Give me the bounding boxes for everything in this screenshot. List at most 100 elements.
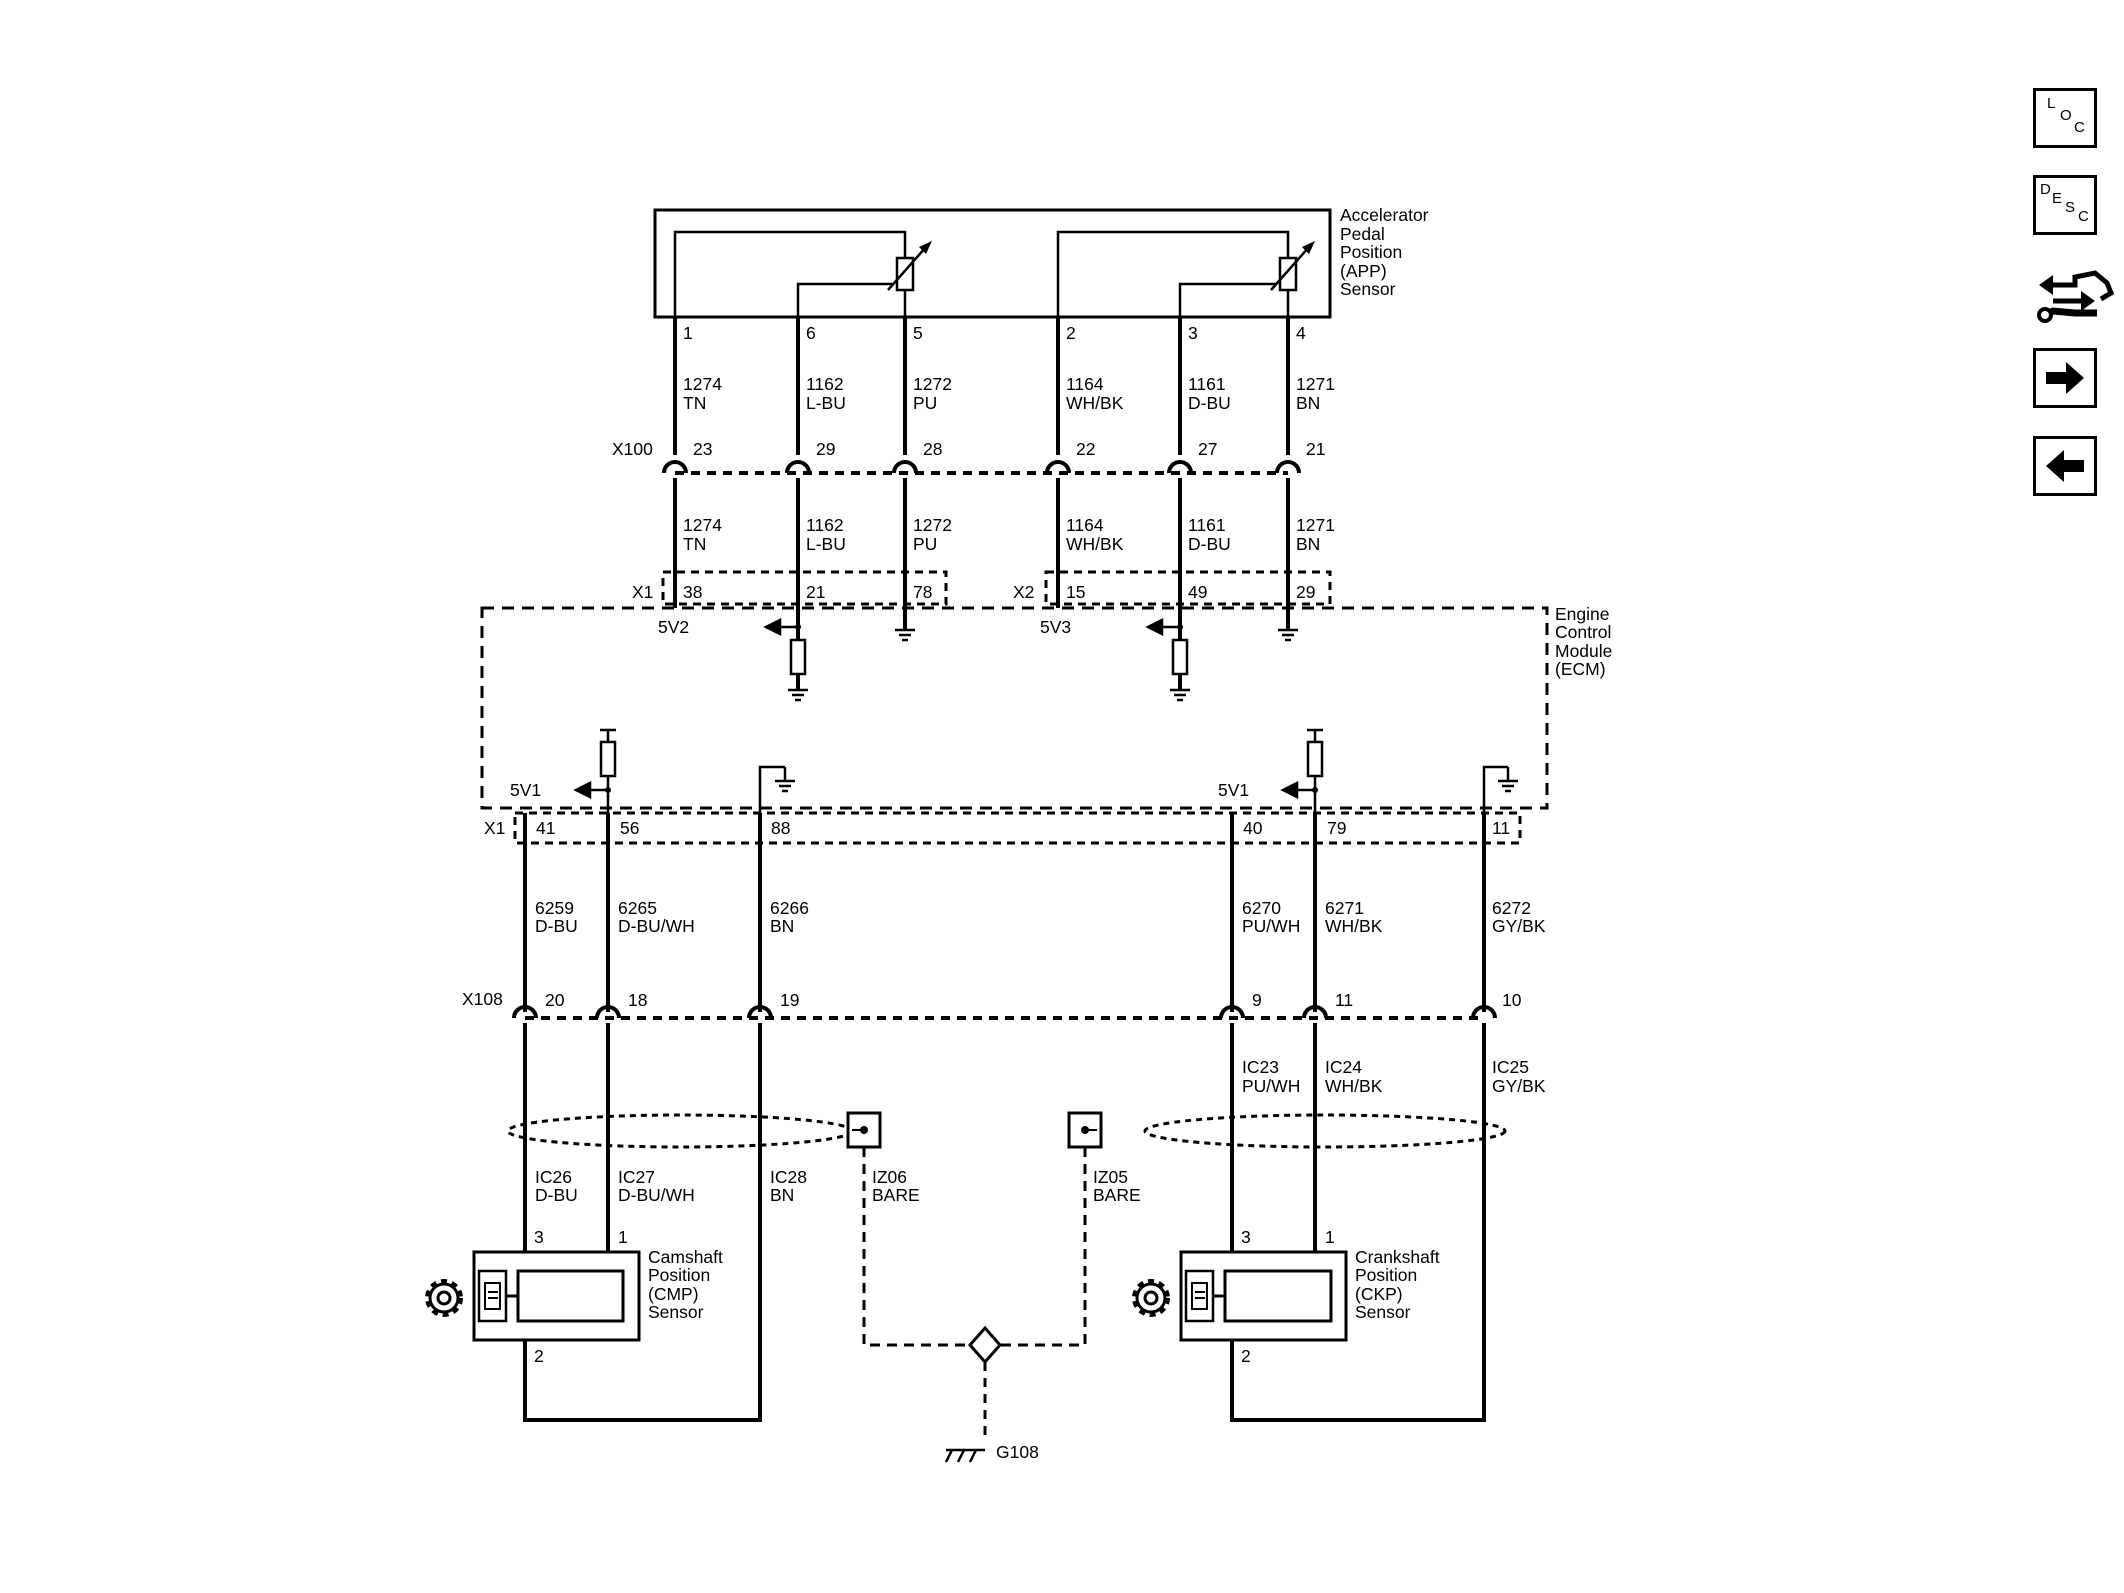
svg-text:6265: 6265 xyxy=(618,898,657,918)
svg-text:19: 19 xyxy=(780,990,799,1010)
svg-text:27: 27 xyxy=(1198,439,1217,459)
ecm-x2-top-connector xyxy=(1044,570,1332,606)
previous-page-button[interactable] xyxy=(2033,436,2097,496)
ecm-x1-top-connector xyxy=(661,570,948,606)
svg-text:D-BU: D-BU xyxy=(535,1185,578,1205)
svg-text:29: 29 xyxy=(1296,582,1315,602)
x108-label: X108 xyxy=(462,989,503,1009)
ecm-top-pin-numbers: 38 21 78 15 49 29 xyxy=(683,582,1315,602)
app-potentiometer-2 xyxy=(1270,241,1315,292)
desc-button[interactable]: D E S C xyxy=(2033,175,2097,235)
x100-pin-numbers: 23 29 28 22 27 21 xyxy=(693,439,1325,459)
svg-text:BARE: BARE xyxy=(1093,1185,1141,1205)
svg-text:1161: 1161 xyxy=(1188,515,1226,535)
svg-text:23: 23 xyxy=(693,439,712,459)
svg-text:1164: 1164 xyxy=(1066,515,1104,535)
loc-letter-o: O xyxy=(2060,107,2072,124)
ecm-5v3-label: 5V3 xyxy=(1040,617,1071,637)
svg-text:29: 29 xyxy=(816,439,835,459)
svg-text:IC27: IC27 xyxy=(618,1167,655,1187)
svg-text:1164: 1164 xyxy=(1066,374,1104,394)
ground-splice xyxy=(967,1325,1003,1365)
svg-text:D-BU: D-BU xyxy=(1188,393,1231,413)
svg-text:88: 88 xyxy=(771,818,790,838)
loc-button[interactable]: L O C xyxy=(2033,88,2097,148)
chassis-ground-icon xyxy=(944,1448,985,1463)
svg-text:IZ06: IZ06 xyxy=(872,1167,907,1187)
svg-text:IC28: IC28 xyxy=(770,1167,807,1187)
svg-text:1161: 1161 xyxy=(1188,374,1226,394)
ecm-ckp-ground xyxy=(1482,765,1520,813)
svg-text:PU: PU xyxy=(913,534,937,554)
svg-text:6270: 6270 xyxy=(1242,898,1281,918)
ecm-low-ref-ground-1 xyxy=(893,628,917,642)
connector-view-button[interactable] xyxy=(2035,255,2115,330)
svg-text:22: 22 xyxy=(1076,439,1095,459)
svg-text:PU/WH: PU/WH xyxy=(1242,916,1300,936)
x100-label: X100 xyxy=(612,439,653,459)
svg-text:1274: 1274 xyxy=(683,515,722,535)
cmp-reluctor-gear-icon xyxy=(425,1279,463,1317)
svg-text:6266: 6266 xyxy=(770,898,809,918)
svg-text:L-BU: L-BU xyxy=(806,534,846,554)
app-sensor-internal-wiring xyxy=(673,230,1290,317)
svg-text:TN: TN xyxy=(683,534,706,554)
svg-text:1274: 1274 xyxy=(683,374,722,394)
svg-text:6271: 6271 xyxy=(1325,898,1364,918)
app-potentiometer-1 xyxy=(887,241,932,292)
svg-text:5: 5 xyxy=(913,323,923,343)
svg-text:D-BU/WH: D-BU/WH xyxy=(618,1185,695,1205)
svg-text:9: 9 xyxy=(1252,990,1262,1010)
ecm-low-ref-ground-2 xyxy=(1276,628,1300,642)
x1-bottom-label: X1 xyxy=(484,818,505,838)
svg-text:BN: BN xyxy=(770,1185,794,1205)
svg-text:4: 4 xyxy=(1296,323,1306,343)
loc-letter-l: L xyxy=(2047,95,2056,112)
svg-text:WH/BK: WH/BK xyxy=(1066,534,1124,554)
connector-icon xyxy=(2037,270,2115,323)
app-sensor-pins: 1 6 5 2 3 4 xyxy=(683,323,1306,343)
ground-label: G108 xyxy=(996,1442,1039,1462)
desc-letter-e: E xyxy=(2052,190,2063,207)
next-page-button[interactable] xyxy=(2033,348,2097,408)
svg-text:WH/BK: WH/BK xyxy=(1325,1076,1383,1096)
svg-text:49: 49 xyxy=(1188,582,1207,602)
cmp-sensor-label: Camshaft Position (CMP) Sensor xyxy=(648,1247,728,1322)
svg-text:21: 21 xyxy=(806,582,825,602)
svg-text:20: 20 xyxy=(545,990,565,1010)
harness-wires xyxy=(523,1023,1486,1422)
svg-text:IC24: IC24 xyxy=(1325,1057,1362,1077)
svg-text:WH/BK: WH/BK xyxy=(1066,393,1124,413)
svg-text:L-BU: L-BU xyxy=(806,393,846,413)
svg-text:IC23: IC23 xyxy=(1242,1057,1279,1077)
svg-text:6272: 6272 xyxy=(1492,898,1531,918)
ecm-5v1-right-label: 5V1 xyxy=(1218,780,1249,800)
svg-text:2: 2 xyxy=(1066,323,1076,343)
cmp-shield xyxy=(506,1113,854,1149)
ecm-5v2-label: 5V2 xyxy=(658,617,689,637)
svg-text:BN: BN xyxy=(1296,393,1320,413)
ecm-app-signal-1 xyxy=(763,617,810,702)
svg-text:3: 3 xyxy=(1188,323,1198,343)
ecm-cmp-ground xyxy=(758,765,797,813)
ckp-pin-1: 1 xyxy=(1325,1227,1335,1247)
arrow-right-icon xyxy=(2046,362,2084,394)
svg-text:1: 1 xyxy=(683,323,693,343)
ecm-x1-bottom-connector xyxy=(513,811,1522,845)
svg-text:28: 28 xyxy=(923,439,942,459)
svg-text:56: 56 xyxy=(620,818,639,838)
svg-text:IC26: IC26 xyxy=(535,1167,572,1187)
ckp-pin-3: 3 xyxy=(1241,1227,1251,1247)
svg-text:1272: 1272 xyxy=(913,515,952,535)
ckp-pin-2: 2 xyxy=(1241,1346,1251,1366)
svg-text:10: 10 xyxy=(1502,990,1522,1010)
ecm-5v1-left-label: 5V1 xyxy=(510,780,541,800)
svg-text:78: 78 xyxy=(913,582,932,602)
svg-text:1271: 1271 xyxy=(1296,374,1335,394)
ecm-label: Engine Control Module (ECM) xyxy=(1555,604,1617,679)
ckp-sensor-label: Crankshaft Position (CKP) Sensor xyxy=(1355,1247,1445,1322)
svg-text:79: 79 xyxy=(1327,818,1346,838)
